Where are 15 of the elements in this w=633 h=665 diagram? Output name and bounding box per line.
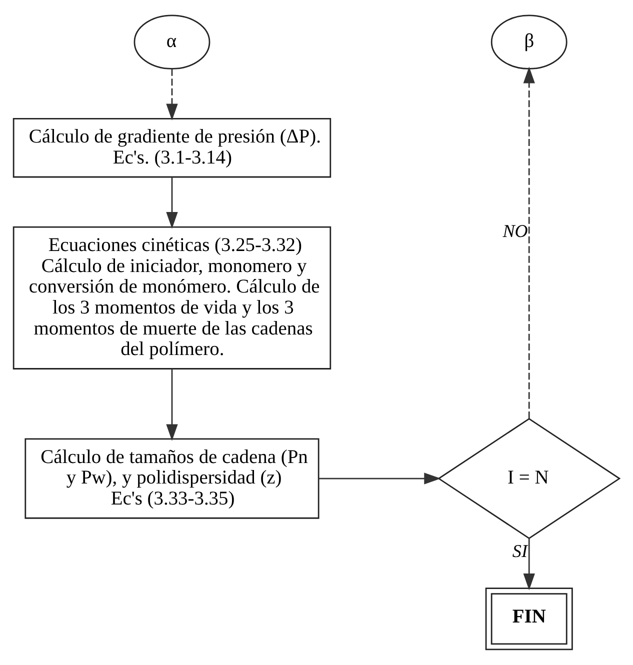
edge-label: SI (512, 540, 528, 561)
node-ellipse: β (490, 14, 568, 70)
node-ellipse: α (134, 14, 210, 70)
arrow (166, 68, 178, 120)
arrow (318, 472, 441, 484)
arrow (166, 178, 178, 229)
arrow (166, 369, 178, 441)
node-box: FIN (485, 588, 573, 650)
arrow (523, 538, 535, 590)
node-box: Cálculo de gradiente de presión (ΔP). Ec's. (3.1-3.14) (12, 118, 332, 178)
node-diamond: I = N (438, 418, 621, 540)
edge-label: NO (502, 220, 528, 241)
arrow (523, 66, 535, 418)
node-box: Ecuaciones cinéticas (3.25-3.32) Cálculo de iniciador, monomero y conversión de monómero. Cálculo de los 3 momentos de vida y los 3 momentos de muerte de las cadenas del polímero. (12, 226, 332, 370)
node-box: Cálculo de tamaños de cadena (Pn y Pw), y polidispersidad (z) Ec's (3.33-3.35) (24, 438, 320, 519)
